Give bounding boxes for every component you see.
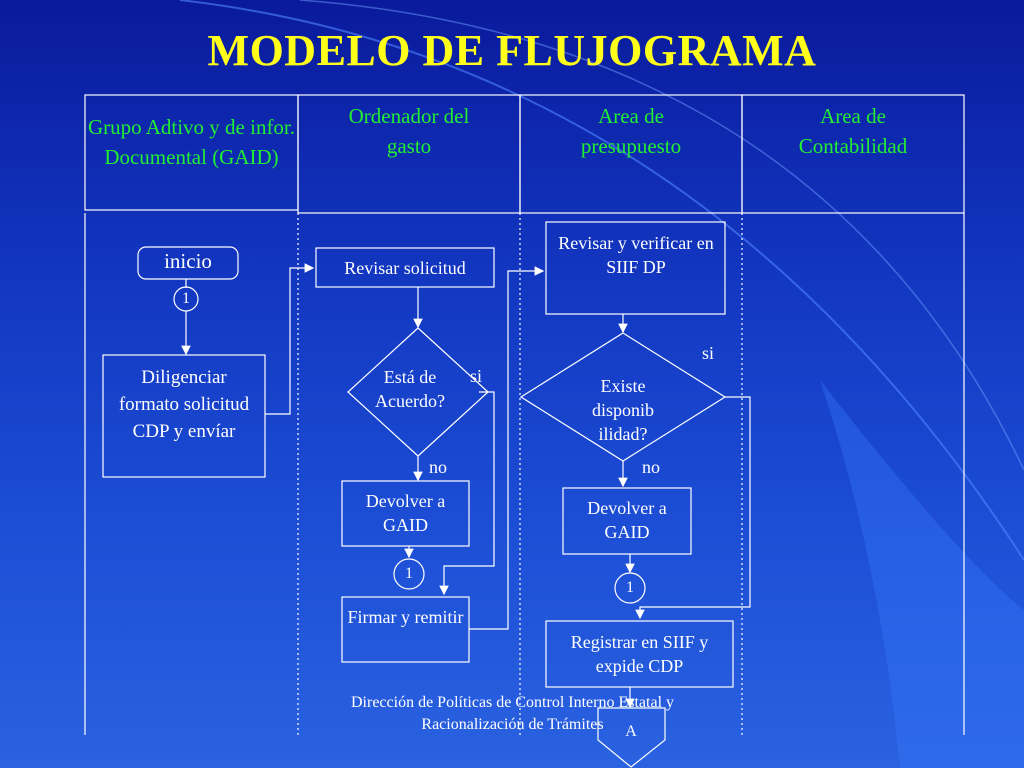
revisar-solicitud-box [315,247,495,288]
existe-disponibilidad-text: Existe disponib ilidad? [591,376,654,444]
revisar-verificar-box [545,221,726,315]
lane-label-presupuesto: Area de presupuesto [580,104,682,158]
off-page-connector-a [597,707,666,768]
connector-1-b-text: 1 [405,565,413,582]
diligenciar-box [102,354,266,478]
lane-label-gaid: Grupo Adtivo y de infor. Documental (GAI… [87,115,296,169]
inicio-text: inicio [164,249,212,273]
devolver-gaid-2-text: Devolver a GAID [587,498,667,542]
revisar-verificar-text: Revisar y verificar en SIIF DP [558,233,714,277]
connector-1-a-text: 1 [182,290,190,307]
no-label-1: no [429,457,447,477]
off-page-connector-a-text: A [625,723,637,740]
devolver-gaid-1-text: Devolver a GAID [365,491,446,535]
no-label-2: no [642,457,660,477]
lane-header-contabilidad [741,94,965,214]
page-title: MODELO DE FLUJOGRAMA [207,26,817,75]
footer-text: Dirección de Políticas de Control Intern… [350,694,675,733]
connector-1-c-text: 1 [626,579,634,596]
lane-label-ordenador: Ordenador del gasto [348,104,470,158]
connector-1-c [614,572,646,604]
inicio-terminator [137,246,239,280]
si-label-1: si [470,366,483,386]
registrar-box [545,620,734,688]
firmar-remitir-text: Firmar y remitir [347,607,464,627]
lane-label-contabilidad: Area de Contabilidad [798,104,908,158]
connector-1-b [393,558,425,590]
devolver-gaid-2-box [562,487,692,555]
devolver-gaid-1-box [341,480,470,547]
diligenciar-text: Diligenciar formato solicitud CDP y enví… [118,367,250,442]
registrar-text: Registrar en SIIF y expide CDP [570,632,709,676]
si-label-2: si [702,343,715,363]
revisar-solicitud-text: Revisar solicitud [344,258,466,278]
esta-de-acuerdo-text: Está de Acuerdo? [375,367,445,411]
